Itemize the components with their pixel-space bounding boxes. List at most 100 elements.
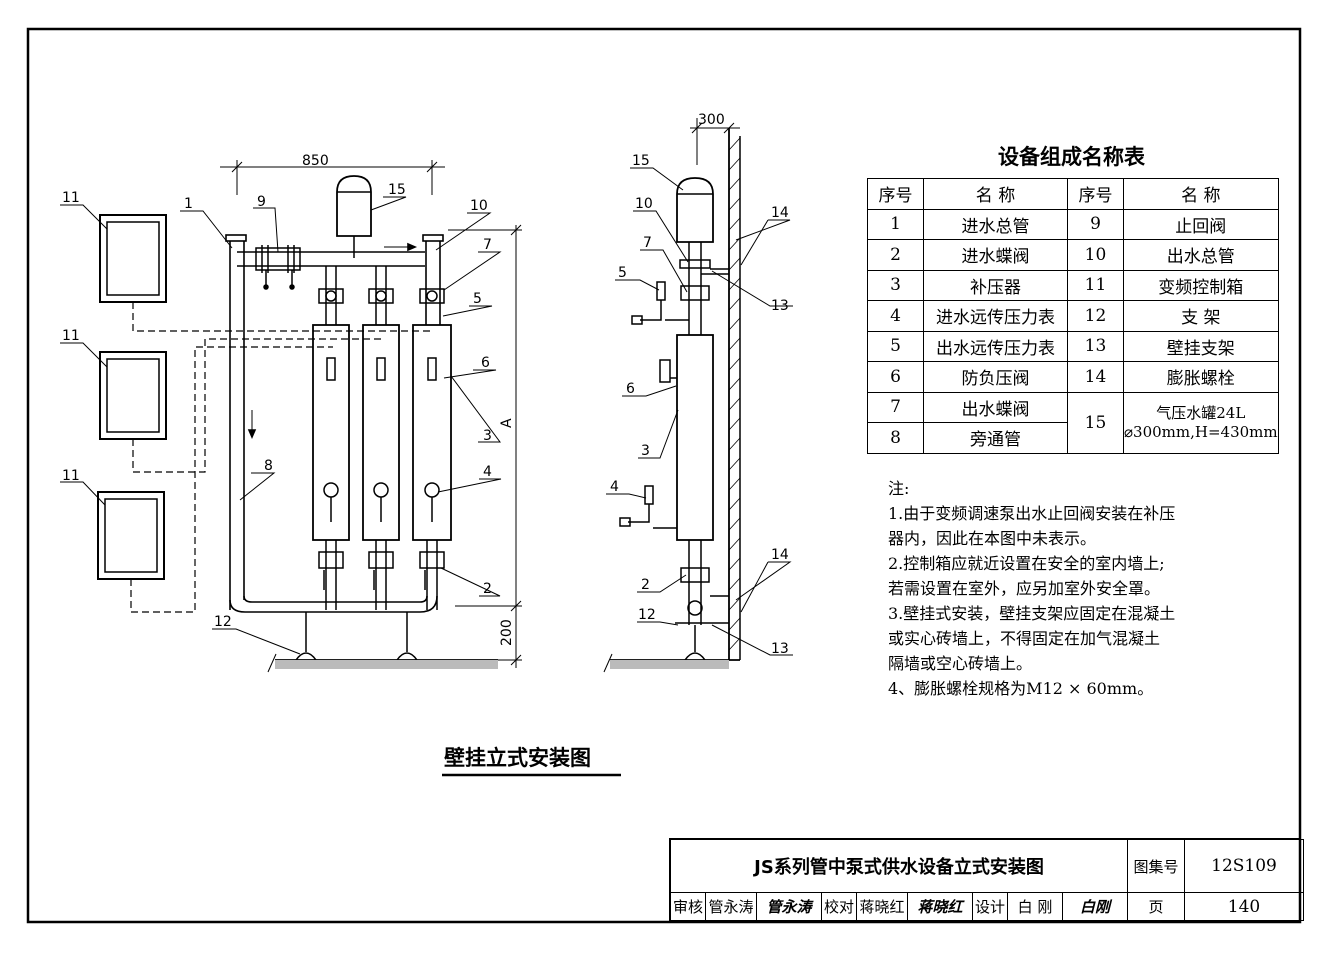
cell-name: 壁挂支架 [1123,330,1279,362]
front-view [60,160,522,673]
callout: 14 [771,547,789,563]
table-header-row: 序号 名 称 序号 名 称 [867,178,1279,210]
callout: 11 [62,328,80,344]
cell-no: 11 [1067,269,1124,301]
supports [295,612,418,661]
callout: 7 [643,235,652,251]
side-leaders [606,167,793,656]
callout: 5 [618,265,627,281]
cell-no: 13 [1067,330,1124,362]
note-line: 或实心砖墙上，不得固定在加气混凝土 [888,629,1161,648]
pressure-tank [336,175,372,258]
review-name: 管永涛 [705,892,757,921]
cell-no: 8 [867,422,924,454]
callout: 5 [473,291,482,307]
cell-no: 12 [1067,300,1124,332]
header-no: 序号 [867,178,924,210]
dim-850-text: 850 [302,153,329,169]
note-line: 2.控制箱应就近设置在安全的室内墙上; [888,554,1165,573]
note-line: 隔墙或空心砖墙上。 [888,654,1033,673]
title-row: JS系列管中泵式供水设备立式安装图 图集号 12S109 [670,839,1304,893]
notes-heading: 注: [888,479,910,498]
cell-no: 4 [867,300,924,332]
dimension-A-200 [448,224,522,668]
callout: 9 [257,194,266,210]
callout: 2 [641,577,650,593]
component-table: 序号 名 称 序号 名 称 1 进水总管 9 止回阀 2 进水蝶阀 10 出水总… [867,178,1279,454]
review-label: 审核 [670,892,706,921]
cell-no: 15 [1067,391,1124,454]
cell-name: 旁通管 [923,422,1068,454]
callout: 1 [184,196,193,212]
cell-name: 进水蝶阀 [923,239,1068,271]
cell-name: 出水远传压力表 [923,330,1068,362]
pump-column-2 [362,266,400,610]
callout: 15 [388,182,406,198]
cell-name: 变频控制箱 [1123,269,1279,301]
notes: 注: 1.由于变频调速泵出水止回阀安装在补压 器内，因此在本图中未表示。 2.控… [888,476,1175,701]
callout: 11 [62,190,80,206]
side-callout-labels: 15 10 7 5 6 3 4 2 12 14 13 14 13 [610,153,789,657]
cell-no: 1 [867,208,924,240]
control-cables [130,302,433,613]
dimension-850 [220,160,445,195]
cell-name-tank: 气压水罐24L ⌀300mm,H=430mm [1123,391,1279,454]
floor-front [267,653,498,673]
table-row: 7 出水蝶阀 15 气压水罐24L ⌀300mm,H=430mm [867,391,1279,454]
cell-name: 出水蝶阀 [923,391,1068,423]
check-valve [255,245,301,290]
callout: 3 [483,428,492,444]
callout: 10 [470,198,488,214]
note-line: 若需设置在室外，应另加室外安全罩。 [888,579,1161,598]
page-number: 140 [1184,892,1304,921]
side-pipe [675,242,729,661]
cell-no: 14 [1067,361,1124,393]
cell-no: 3 [867,269,924,301]
check-label: 校对 [821,892,857,921]
wall [728,128,741,660]
table-row: 4 进水远传压力表 12 支 架 [867,300,1279,332]
design-name: 白 刚 [1007,892,1063,921]
table-row: 6 防负压阀 14 膨胀螺栓 [867,361,1279,393]
control-box-3 [97,491,165,580]
page-label: 页 [1127,892,1185,921]
callout: 6 [626,381,635,397]
wall-hatch [728,137,741,651]
header-name: 名 称 [1123,178,1279,210]
control-box-2 [99,351,167,440]
drawing-title: JS系列管中泵式供水设备立式安装图 [670,839,1128,893]
callout: 10 [635,196,653,212]
dim-200-text: 200 [499,619,515,646]
front-callout-labels: 11 11 11 1 9 15 10 7 5 6 3 4 8 2 12 [62,182,492,630]
cell-no: 6 [867,361,924,393]
table-row: 8 旁通管 [867,422,1279,454]
outlet-header [225,234,444,610]
callout: 4 [483,464,492,480]
header-name: 名 称 [923,178,1068,210]
cell-no: 2 [867,239,924,271]
title-block: JS系列管中泵式供水设备立式安装图 图集号 12S109 审核 管永涛 管永涛 … [670,839,1304,921]
cell-name: 进水远传压力表 [923,300,1068,332]
table-row: 3 补压器 11 变频控制箱 [867,269,1279,301]
callout: 4 [610,479,619,495]
tank-name-line1: 气压水罐24L [1156,403,1246,422]
callout: 3 [641,443,650,459]
note-line: 4、膨胀螺栓规格为M12 × 60mm。 [888,679,1154,698]
atlas-number: 12S109 [1184,839,1304,893]
callout: 12 [214,614,232,630]
cell-no: 7 [867,391,924,423]
side-tank [676,177,714,243]
cell-name: 补压器 [923,269,1068,301]
review-signature: 管永涛 [756,892,822,921]
table-row: 5 出水远传压力表 13 壁挂支架 [867,330,1279,362]
dim-A-text: A [499,418,515,428]
bypass-pipe [229,410,438,613]
note-line: 1.由于变频调速泵出水止回阀安装在补压 [888,504,1176,523]
check-name: 蒋晓红 [856,892,908,921]
callout: 2 [483,581,492,597]
design-label: 设计 [972,892,1008,921]
note-line: 器内，因此在本图中未表示。 [888,529,1097,548]
cell-name: 防负压阀 [923,361,1068,393]
cell-name: 止回阀 [1123,208,1279,240]
